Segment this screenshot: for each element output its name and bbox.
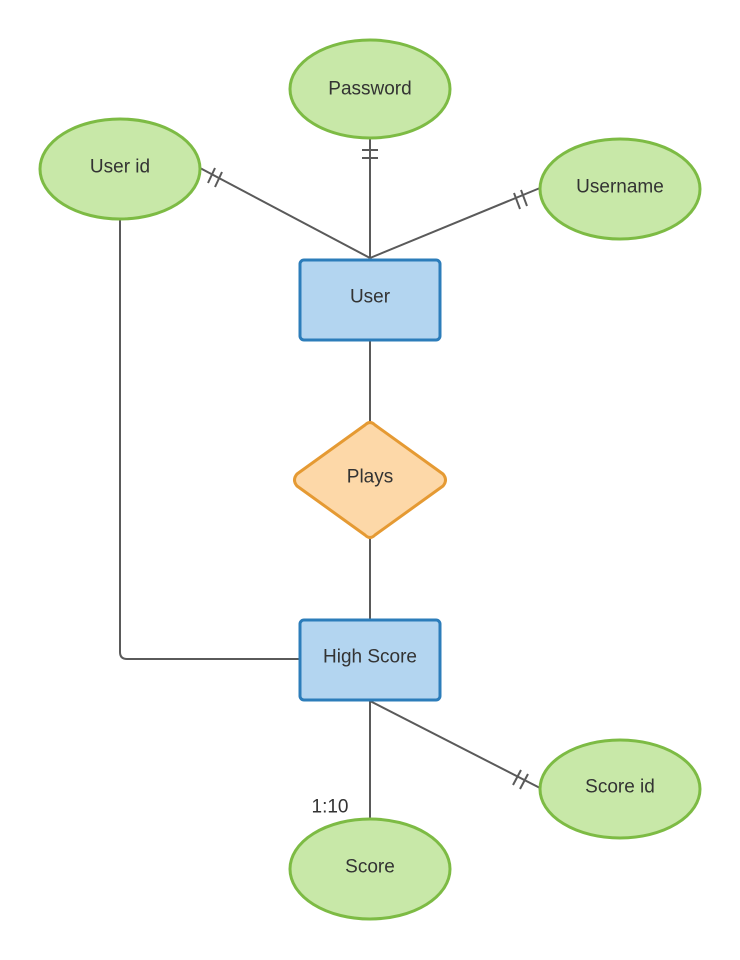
entity-user: User (298, 258, 442, 342)
entity-user-label: User (350, 287, 391, 308)
relationship-plays-label: Plays (347, 467, 393, 488)
attribute-score: Score (288, 817, 452, 921)
attribute-score-shape (288, 817, 452, 921)
attribute-user-id-shape (38, 117, 202, 221)
tick-scoreid-2 (512, 769, 522, 786)
connector-userid-highscore (119, 220, 300, 660)
attribute-password-label: Password (328, 79, 411, 100)
tick-username-2 (513, 192, 521, 210)
attribute-username: Username (538, 137, 702, 241)
attribute-username-label: Username (576, 177, 664, 198)
cardinality-label-score: 1:10 (312, 797, 349, 818)
attribute-score-id-shape (538, 738, 702, 840)
relationship-plays-shape (293, 421, 447, 539)
attribute-password-shape (288, 38, 452, 140)
tick-username-1 (520, 189, 528, 207)
connector-userid-user (199, 167, 371, 259)
entity-user-shape (298, 258, 442, 342)
relationship-plays: Plays (293, 421, 447, 539)
tick-userid-1 (207, 167, 216, 184)
attribute-score-id-label: Score id (585, 777, 655, 798)
connector-highscore-scoreid (369, 700, 541, 789)
attribute-user-id-label: User id (90, 157, 150, 178)
attribute-score-id: Score id (538, 738, 702, 840)
tick-userid-2 (214, 171, 223, 188)
attribute-password: Password (288, 38, 452, 140)
cardinality-markers (207, 149, 529, 790)
entity-high-score-label: High Score (323, 647, 417, 668)
tick-scoreid-1 (519, 773, 529, 790)
attribute-username-shape (538, 137, 702, 241)
attribute-score-label: Score (345, 857, 395, 878)
connector-username-user (369, 187, 541, 259)
connectors (119, 138, 541, 820)
attribute-user-id: User id (38, 117, 202, 221)
entity-high-score: High Score (298, 618, 442, 702)
entity-high-score-shape (298, 618, 442, 702)
